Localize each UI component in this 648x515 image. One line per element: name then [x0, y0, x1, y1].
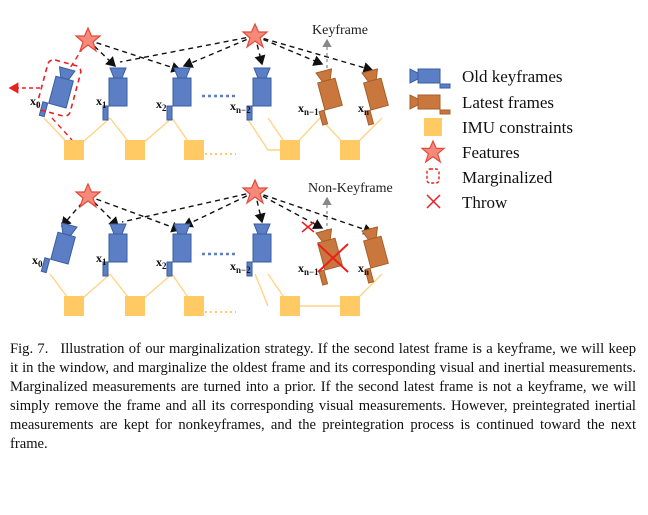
imu-square	[64, 296, 84, 316]
imu-square	[125, 296, 145, 316]
frame-label-x2: x2	[156, 97, 167, 113]
frame-label-xn-1: xn−1	[298, 101, 319, 117]
feature-star-icon	[241, 22, 269, 49]
imu-square	[280, 140, 300, 160]
feature-star-icon	[420, 139, 446, 164]
imu-square	[125, 140, 145, 160]
feature-star-icon	[74, 182, 102, 209]
imu-square	[184, 140, 204, 160]
frame-label-xn-2: xn−2	[230, 259, 251, 275]
old-keyframe-camera-icon	[246, 223, 272, 277]
legend-label-throw: Throw	[462, 193, 508, 212]
imu-square	[280, 296, 300, 316]
marginalized-dashed-box	[36, 59, 82, 117]
throw-cross-icon	[317, 243, 349, 273]
imu-square	[340, 296, 360, 316]
imu-square	[64, 140, 84, 160]
nonkeyframe-label: Non-Keyframe	[308, 181, 393, 196]
imu-square	[184, 296, 204, 316]
frame-label-x1: x1	[96, 251, 107, 267]
legend-label-marginalized: Marginalized	[462, 168, 553, 187]
imu-links	[43, 117, 383, 151]
old-keyframe-camera-icon	[38, 66, 76, 118]
frame-label-xn-2: xn−2	[230, 99, 251, 115]
frame-label-x0: x0	[32, 253, 43, 269]
imu-square	[340, 140, 360, 160]
frame-label-x0: x0	[30, 94, 41, 110]
marginalized-dashed-box-icon	[426, 168, 440, 184]
legend-label-old-keyframes: Old keyframes	[462, 67, 563, 86]
figure-caption: Fig. 7.Illustration of our marginalizati…	[10, 340, 636, 454]
old-keyframe-camera-icon	[409, 68, 451, 89]
imu-square-icon	[424, 118, 442, 136]
latest-frame-camera-icon	[361, 68, 389, 126]
old-keyframe-camera-icon	[246, 67, 272, 121]
marginalization-diagram: Keyframe	[8, 22, 573, 316]
caption-label: Fig. 7.	[10, 341, 49, 357]
latest-frame-camera-icon	[315, 68, 343, 126]
feature-star-icon	[74, 26, 102, 53]
latest-frame-camera-icon	[409, 94, 451, 115]
frame-label-xn: xn	[358, 261, 369, 277]
legend-label-latest-frames: Latest frames	[462, 93, 554, 112]
latest-frame-camera-icon	[361, 226, 389, 284]
top-panel: Keyframe	[8, 22, 389, 160]
legend: Old keyframes Latest frames IMU constrai…	[409, 67, 573, 212]
old-keyframe-camera-icon	[166, 67, 192, 121]
keyframe-label: Keyframe	[312, 23, 368, 38]
imu-links	[49, 273, 383, 307]
frame-label-x1: x1	[96, 94, 107, 110]
frame-label-x2: x2	[156, 255, 167, 271]
old-keyframe-camera-icon	[102, 223, 128, 277]
legend-label-imu: IMU constraints	[462, 118, 573, 137]
old-keyframe-camera-icon	[102, 67, 128, 121]
frame-label-xn-1: xn−1	[298, 261, 319, 277]
old-keyframe-camera-icon	[166, 223, 192, 277]
feature-star-icon	[241, 178, 269, 205]
throw-cross-icon	[426, 194, 441, 209]
frame-label-xn: xn	[358, 101, 369, 117]
legend-label-features: Features	[462, 143, 520, 162]
caption-text: Illustration of our marginalization stra…	[10, 341, 636, 452]
bottom-panel: Non-Keyframe	[32, 178, 393, 316]
throw-cross-icon	[301, 221, 315, 233]
old-keyframe-camera-icon	[40, 222, 78, 274]
